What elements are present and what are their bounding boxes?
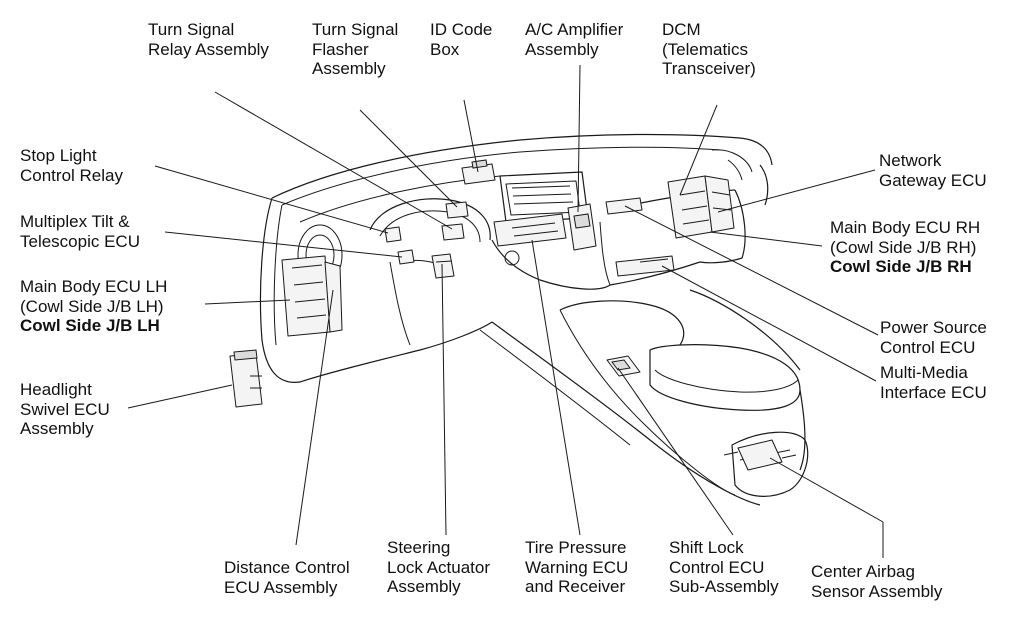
label-line: Control Relay xyxy=(20,165,123,185)
label-shift-lock: Shift Lock Control ECU Sub-Assembly xyxy=(669,538,779,597)
label-line: Assembly xyxy=(312,59,386,78)
multi-media-ecu-component xyxy=(615,255,675,277)
label-headlight-swivel: Headlight Swivel ECU Assembly xyxy=(20,380,110,439)
label-steering-lock: Steering Lock Actuator Assembly xyxy=(387,538,490,597)
label-line: Power Source xyxy=(880,318,987,337)
label-line: ECU Assembly xyxy=(224,577,338,597)
label-line: Box xyxy=(430,39,460,59)
label-line: Main Body ECU RH xyxy=(830,218,981,237)
label-line: Assembly xyxy=(20,419,94,438)
components xyxy=(229,159,797,471)
main-body-ecu-rh-component xyxy=(667,175,735,239)
label-line: ID Code xyxy=(430,20,493,39)
label-main-body-ecu-lh: Main Body ECU LH (Cowl Side J/B LH) Cowl… xyxy=(20,277,167,336)
shift-lock-ecu-component xyxy=(606,355,641,377)
label-line: Relay Assembly xyxy=(148,39,269,59)
steering-lock-actuator-component xyxy=(431,253,455,279)
multiplex-tilt-ecu-component xyxy=(397,249,415,265)
tire-pressure-ecu-component xyxy=(493,213,567,247)
label-line: DCM xyxy=(662,20,701,39)
label-line: Center Airbag xyxy=(811,562,915,581)
label-line: Network xyxy=(879,151,942,170)
label-multi-media: Multi-Media Interface ECU xyxy=(880,363,987,402)
label-line: (Cowl Side J/B RH) xyxy=(830,237,977,257)
label-line: Steering xyxy=(387,538,451,557)
label-line: Stop Light xyxy=(20,146,97,165)
label-line: A/C Amplifier xyxy=(525,20,624,39)
label-line: Shift Lock xyxy=(669,538,744,557)
label-line: Transceiver) xyxy=(662,59,756,78)
label-line: Control ECU xyxy=(669,557,765,577)
label-line: Headlight xyxy=(20,380,92,399)
label-turn-signal-flasher: Turn Signal Flasher Assembly xyxy=(312,20,398,79)
label-line: Warning ECU xyxy=(525,557,629,577)
label-line-bold: Cowl Side J/B RH xyxy=(830,257,972,276)
label-line: Interface ECU xyxy=(880,382,987,402)
label-line: (Telematics xyxy=(662,39,748,59)
label-line: Gateway ECU xyxy=(879,170,987,190)
label-line: Turn Signal xyxy=(312,20,399,39)
label-main-body-ecu-rh: Main Body ECU RH (Cowl Side J/B RH) Cowl… xyxy=(830,218,980,277)
center-airbag-sensor-component xyxy=(723,439,797,471)
label-power-source: Power Source Control ECU xyxy=(880,318,987,357)
label-line: Telescopic ECU xyxy=(20,231,140,251)
label-stop-light-relay: Stop Light Control Relay xyxy=(20,146,123,185)
label-line: (Cowl Side J/B LH) xyxy=(20,296,164,316)
label-ac-amplifier: A/C Amplifier Assembly xyxy=(525,20,623,59)
label-line: Control ECU xyxy=(880,337,976,357)
label-line: and Receiver xyxy=(525,577,626,596)
main-body-ecu-lh-component xyxy=(281,255,343,337)
headlight-swivel-ecu-component xyxy=(229,349,263,408)
ac-amplifier-component xyxy=(567,203,597,251)
id-code-box-component xyxy=(461,159,496,185)
label-line: Assembly xyxy=(387,577,461,596)
label-line: Swivel ECU xyxy=(20,399,110,419)
label-line: Tire Pressure xyxy=(525,538,627,557)
label-line: Sub-Assembly xyxy=(669,577,779,596)
label-distance-control: Distance Control ECU Assembly xyxy=(224,558,350,597)
turn-signal-flasher-component xyxy=(445,201,469,219)
label-dcm: DCM (Telematics Transceiver) xyxy=(662,20,756,79)
label-line: Sensor Assembly xyxy=(811,581,943,601)
label-tire-pressure: Tire Pressure Warning ECU and Receiver xyxy=(525,538,628,597)
label-line-bold: Cowl Side J/B LH xyxy=(20,316,160,335)
leader-lines xyxy=(127,64,884,558)
label-line: Assembly xyxy=(525,39,599,59)
label-line: Main Body ECU LH xyxy=(20,277,168,296)
label-line: Turn Signal xyxy=(148,20,235,39)
stop-light-relay-component xyxy=(384,226,402,243)
label-center-airbag: Center Airbag Sensor Assembly xyxy=(811,562,942,601)
label-line: Flasher xyxy=(312,39,369,59)
label-line: Multi-Media xyxy=(880,363,968,382)
label-network-gateway: Network Gateway ECU xyxy=(879,151,987,190)
label-id-code-box: ID Code Box xyxy=(430,20,492,59)
turn-signal-relay-component xyxy=(441,223,465,241)
label-line: Distance Control xyxy=(224,558,350,577)
label-line: Lock Actuator xyxy=(387,557,491,577)
label-multiplex-tilt: Multiplex Tilt & Telescopic ECU xyxy=(20,212,140,251)
label-line: Multiplex Tilt & xyxy=(20,212,130,231)
label-turn-signal-relay: Turn Signal Relay Assembly xyxy=(148,20,269,59)
